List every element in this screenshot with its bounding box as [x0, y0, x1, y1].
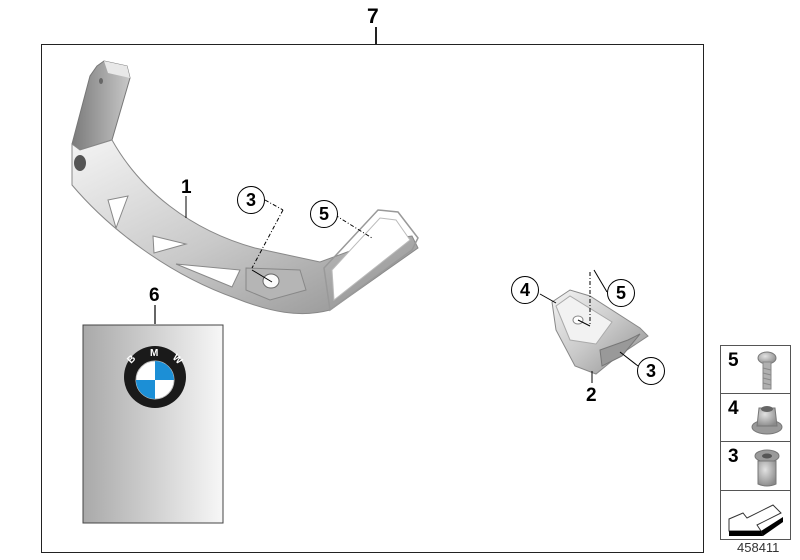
callout-clip-screw[interactable]: 5 — [607, 279, 635, 307]
legend-number: 3 — [728, 446, 739, 467]
legend-number: 4 — [728, 398, 739, 419]
callout-bracket-bushing[interactable]: 3 — [237, 186, 265, 214]
assembly-leader-line — [375, 27, 377, 44]
legend-item-bushing[interactable]: 3 — [720, 441, 791, 491]
bracket-leaders — [185, 196, 373, 283]
part-label-6: 6 — [149, 285, 160, 306]
legend-direction-arrow — [720, 490, 791, 540]
bmw-logo-letter-m: M — [150, 348, 158, 359]
callout-bracket-screw[interactable]: 5 — [310, 200, 338, 228]
part-label-1: 1 — [181, 177, 192, 198]
legend-number: 5 — [728, 350, 739, 371]
clip-leaders — [539, 269, 639, 383]
part-label-2: 2 — [586, 385, 597, 406]
assembly-number-label: 7 — [367, 5, 379, 28]
assembly-frame — [41, 44, 704, 553]
collar-nut-icon — [751, 406, 783, 435]
bushing-icon — [754, 449, 780, 487]
legend-item-collar-nut[interactable]: 4 — [720, 393, 791, 442]
legend-item-screw[interactable]: 5 — [720, 345, 791, 394]
bracket-part-1[interactable] — [71, 60, 419, 315]
bmw-document-part-6[interactable] — [82, 305, 224, 524]
callout-clip-bushing[interactable]: 3 — [637, 357, 665, 385]
callout-clip-nut[interactable]: 4 — [511, 276, 539, 304]
direction-arrow-icon — [728, 504, 783, 536]
screw-icon — [757, 351, 777, 390]
clip-holder-part-2[interactable] — [551, 289, 649, 375]
document-number: 458411 — [737, 540, 780, 555]
